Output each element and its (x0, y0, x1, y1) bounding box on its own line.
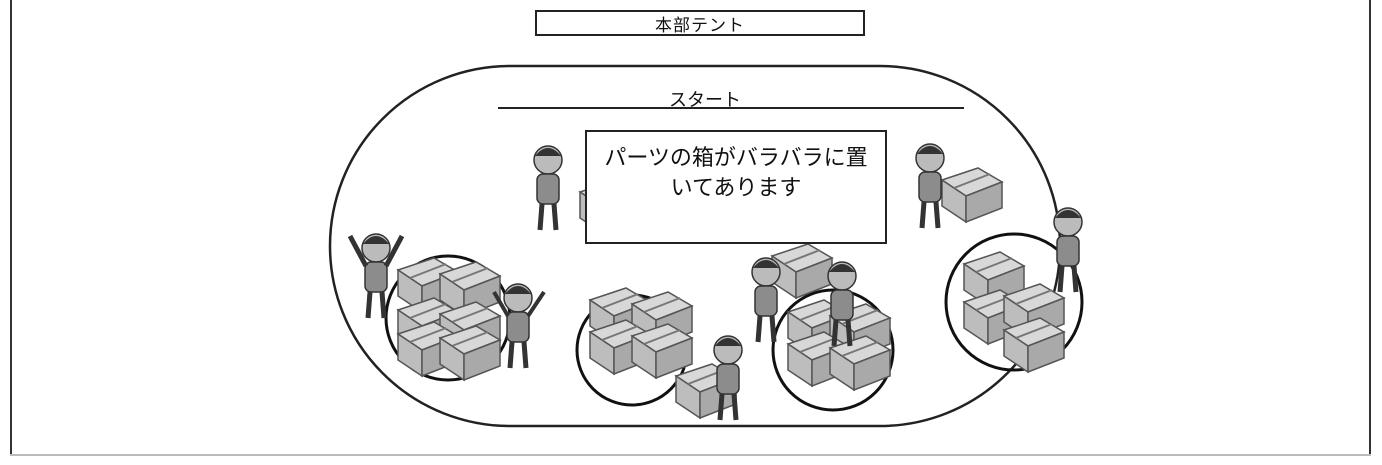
start-label: スタート (669, 90, 741, 111)
tent-label: 本部テント (655, 15, 745, 36)
person-cheering-girl (504, 284, 532, 368)
box-stack-2 (589, 287, 693, 379)
note-box: パーツの箱がバラバラに置 いてあります (585, 130, 887, 244)
target-circle-3 (771, 288, 895, 412)
person-running-boy (916, 144, 944, 228)
note-line-2: いてあります (670, 176, 802, 201)
start-line (498, 107, 964, 109)
diagram-frame (10, 0, 1371, 455)
box-stack-4 (963, 251, 1065, 373)
headquarters-tent: 本部テント (535, 10, 865, 36)
note-line-1: パーツの箱がバラバラに置 (604, 146, 868, 171)
box-stack-1 (397, 257, 501, 381)
target-circle-4 (944, 232, 1084, 372)
person-running-girl (534, 146, 562, 230)
carried-box-1 (941, 167, 1003, 223)
bottom-rule (10, 454, 1371, 456)
running-track (328, 64, 1062, 428)
